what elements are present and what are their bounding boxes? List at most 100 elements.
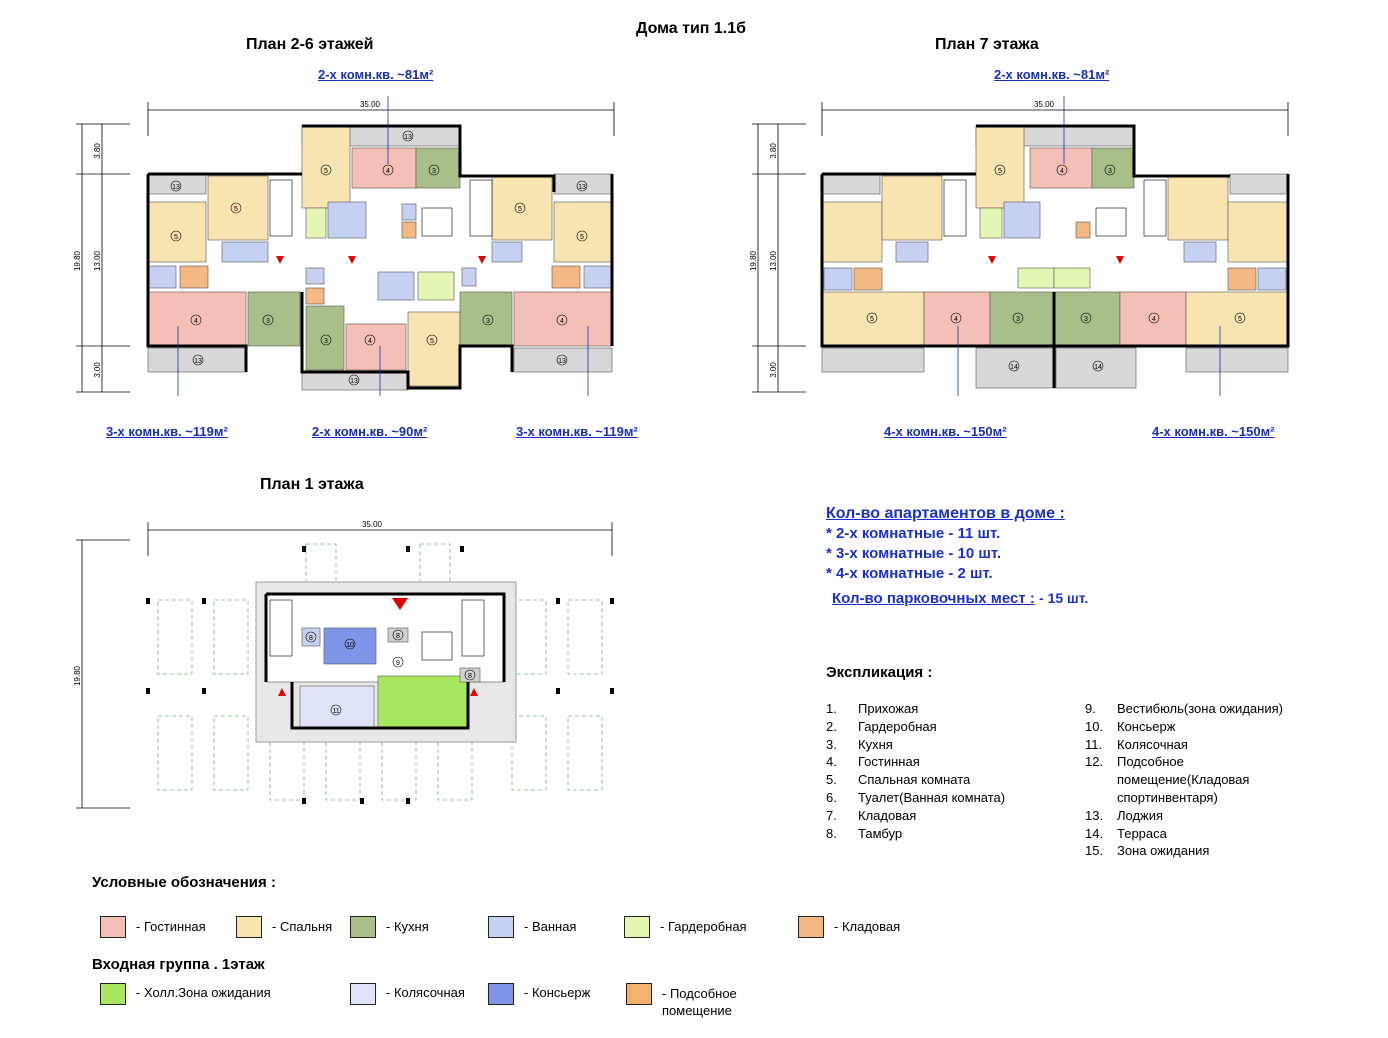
rooms [147,125,613,391]
svg-text:3: 3 [432,168,436,175]
rooms [265,593,505,729]
list-item: 12.Подсобное помещение(Кладовая спортинв… [1085,754,1250,805]
list-item: 10.Консьерж [1085,718,1176,734]
count-2room: * 2-х комнатные - 11 шт. [826,525,1001,542]
dimension-lines [76,522,613,809]
list-item: 11.Колясочная [1085,736,1188,752]
svg-text:5: 5 [234,206,238,213]
dim-mid: 13.00 [769,250,778,271]
swatch [488,983,514,1005]
legend-item-storage: - Кладовая [798,916,900,938]
svg-text:5: 5 [580,234,584,241]
list-item: 8.Тамбур [826,825,903,841]
entry-arrows [278,598,478,696]
leader-lines [957,96,1221,396]
room-numbers: 5 4 3 5 4 3 3 4 5 14 14 [866,164,1246,372]
list-item: 9.Вестибюль(зона ожидания) [1085,701,1283,716]
svg-text:13: 13 [558,358,566,365]
typical-floor-plan: 35.00 3.80 13.00 19.80 3.00 [73,96,615,396]
swatch [100,983,126,1005]
walls [264,592,506,730]
svg-text:8: 8 [309,635,313,642]
legend-item-bath: - Ванная [488,916,576,938]
svg-text:3: 3 [266,318,270,325]
dim-total: 19.80 [73,250,82,271]
svg-text:4: 4 [386,168,390,175]
plan-typical-title: План 2-6 этажей [246,36,374,53]
stairs [269,599,485,661]
svg-text:13: 13 [350,378,358,385]
dim-total: 19.80 [749,250,758,271]
svg-text:5: 5 [324,168,328,175]
dim-top: 3.80 [93,143,102,159]
svg-text:4: 4 [194,318,198,325]
svg-text:13: 13 [172,184,180,191]
legend-item-kitchen: - Кухня [350,916,429,938]
legend-item-bedroom: - Спальня [236,916,332,938]
swatch [100,916,126,938]
apt-label-left: 3-х комн.кв. ~119м² [106,424,228,439]
apartment-counts: Кол-во апартаментов в доме : * 2-х комна… [826,504,1088,608]
count-4room: * 4-х комнатные - 2 шт. [826,565,993,582]
stairs [943,179,1167,237]
svg-text:13: 13 [404,134,412,141]
dim-top: 3.80 [769,143,778,159]
svg-text:14: 14 [1094,364,1102,371]
svg-text:3: 3 [324,338,328,345]
entrance-item-utility: - Подсобное помещение [626,983,752,1019]
list-item: 7.Кладовая [826,807,917,823]
entrance-item-hall: - Холл.Зона ожидания [100,983,271,1005]
entrance-item-concierge: - Консьерж [488,983,590,1005]
room-numbers: 8 10 8 9 11 8 [305,629,476,716]
svg-text:5: 5 [174,234,178,241]
svg-text:3: 3 [1108,168,1112,175]
svg-text:5: 5 [518,206,522,213]
list-item: 1.Прихожая [826,701,919,716]
dim-mid: 13.00 [93,250,102,271]
svg-text:13: 13 [194,358,202,365]
apt-label-top: 2-х комн.кв. ~81м² [318,67,434,82]
apt7-label-right: 4-х комн.кв. ~150м² [1152,424,1275,439]
entrance-item-stroller: - Колясочная [350,983,465,1005]
explication-title: Экспликация : [826,664,933,681]
stairs [269,179,493,237]
apt7-label-top: 2-х комн.кв. ~81м² [994,67,1110,82]
width-dim: 35.00 [1034,100,1055,109]
width-dim: 35.00 [360,100,381,109]
plan-seventh-title: План 7 этажа [935,36,1039,53]
parking-value: - 15 шт. [1039,590,1089,606]
page-title: Дома тип 1.1б [636,20,747,37]
list-item: 6.Туалет(Ванная комната) [826,789,1006,805]
list-item: 4.Гостинная [826,754,920,770]
explication-left: 1.Прихожая 2.Гардеробная 3.Кухня 4.Гости… [826,700,1058,842]
svg-text:9: 9 [396,660,400,667]
walls [146,124,614,390]
dim-total: 19.80 [73,665,82,686]
svg-text:10: 10 [346,642,354,649]
swatch [350,983,376,1005]
svg-text:3: 3 [1016,316,1020,323]
legend-item-living: - Гостинная [100,916,206,938]
entry-arrows [276,256,486,264]
seventh-floor-plan: 35.00 3.80 13.00 19.80 3.00 [749,96,1290,396]
list-item: 13.Лоджия [1085,807,1164,823]
count-3room: * 3-х комнатные - 10 шт. [826,545,1002,562]
svg-text:13: 13 [578,184,586,191]
plan-first-title: План 1 этажа [260,476,364,493]
apt7-label-left: 4-х комн.кв. ~150м² [884,424,1007,439]
swatch [624,916,650,938]
list-item: 5.Спальная комната [826,772,971,788]
apt-label-center: 2-х комн.кв. ~90м² [312,424,428,439]
explication-right: 9.Вестибюль(зона ожидания) 10.Консьерж 1… [1085,700,1317,860]
list-item: 2.Гардеробная [826,718,937,734]
svg-text:4: 4 [368,338,372,345]
entrance-title: Входная группа . 1этаж [92,956,265,973]
svg-text:8: 8 [468,673,472,680]
svg-text:5: 5 [1238,316,1242,323]
svg-text:5: 5 [870,316,874,323]
svg-text:3: 3 [486,318,490,325]
dim-bottom: 3.00 [93,362,102,378]
svg-text:8: 8 [396,633,400,640]
svg-text:11: 11 [332,708,339,715]
room-numbers: 5 4 3 5 5 4 3 3 4 5 5 5 3 4 13 13 13 13 … [170,130,588,386]
